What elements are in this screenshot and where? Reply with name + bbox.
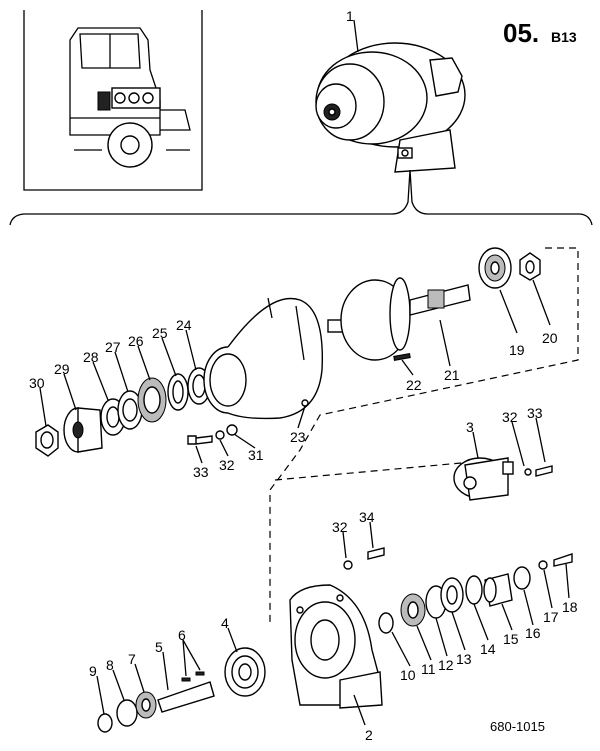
part-34-bolt: [343, 547, 385, 570]
callout-30: 30: [29, 375, 45, 391]
part-3-cover: [453, 457, 553, 501]
callout-15: 15: [503, 631, 519, 647]
subassembly-boundary-dashed: [274, 461, 473, 481]
part-33-bolt-b: [535, 465, 553, 477]
truck-cab-icon: [69, 27, 191, 168]
leader-lines: [39, 19, 570, 726]
callout-1: 1: [346, 8, 354, 24]
callout-27: 27: [105, 339, 121, 355]
exploded-view-bracket: [9, 169, 593, 226]
part-22-key: [393, 353, 411, 361]
callout-23: 23: [290, 429, 306, 445]
part-32-washer-b: [524, 468, 532, 476]
callout-28: 28: [83, 349, 99, 365]
part-16-washer: [513, 566, 531, 590]
part-5-shaft: [157, 681, 215, 713]
callout-5: 5: [155, 639, 163, 655]
part-31-washer: [226, 424, 238, 436]
part-23-housing: [203, 297, 324, 420]
callout-9: 9: [89, 663, 97, 679]
callout-34: 34: [359, 509, 375, 525]
callout-17: 17: [543, 609, 559, 625]
callout-labels: 1 2 3 4 5 6 7 8 9 10 11 12 13 14 15 16 1…: [29, 8, 578, 743]
part-17-washer: [538, 560, 548, 570]
callout-20: 20: [542, 330, 558, 346]
part-9-ring: [97, 713, 113, 733]
part-6-key-b: [195, 671, 205, 676]
callout-33-upper-left: 33: [193, 464, 209, 480]
assembly-boundary-dashed: [269, 247, 579, 625]
callout-13: 13: [456, 651, 472, 667]
part-6-key-a: [181, 677, 191, 682]
lower-left-parts: [97, 647, 266, 733]
callout-12: 12: [438, 657, 454, 673]
callout-25: 25: [152, 325, 168, 341]
part-8-ring: [116, 699, 138, 727]
callout-14: 14: [480, 641, 496, 657]
part-2-housing: [289, 584, 383, 709]
callout-8: 8: [106, 657, 114, 673]
callout-6: 6: [178, 627, 186, 643]
part-33-bolt: [187, 435, 213, 445]
callout-16: 16: [525, 625, 541, 641]
vehicle-locator-inset: [23, 10, 203, 191]
part-14-seal: [465, 575, 483, 605]
figure-reference-number: 680-1015: [490, 719, 545, 734]
callout-21: 21: [444, 367, 460, 383]
callout-33-upper-right: 33: [527, 405, 543, 421]
callout-19: 19: [509, 342, 525, 358]
callout-7: 7: [128, 651, 136, 667]
callout-22: 22: [406, 377, 422, 393]
lower-right-parts: [378, 553, 573, 634]
part-18-bolt: [553, 553, 573, 567]
callout-2: 2: [365, 727, 373, 743]
callout-10: 10: [400, 667, 416, 683]
callout-31: 31: [248, 447, 264, 463]
upper-row-parts: [35, 247, 541, 457]
inset-frame: [23, 10, 203, 191]
page-code-main: 05.: [503, 18, 539, 48]
callout-29: 29: [54, 361, 70, 377]
page-code-sub: B13: [551, 29, 577, 45]
callout-32-upper-left: 32: [219, 457, 235, 473]
callout-32-lower: 32: [332, 519, 348, 535]
assembled-unit-drawing: [315, 42, 466, 173]
part-32-washer: [215, 430, 225, 440]
part-10-ring: [378, 612, 394, 634]
callout-26: 26: [128, 333, 144, 349]
callout-32-upper-right: 32: [502, 409, 518, 425]
callout-3: 3: [466, 419, 474, 435]
part-4-gear: [224, 647, 266, 697]
callout-18: 18: [562, 599, 578, 615]
callout-24: 24: [176, 317, 192, 333]
callout-11: 11: [421, 661, 436, 677]
callout-4: 4: [221, 615, 229, 631]
part-21-rotor-shaft: [327, 277, 471, 361]
